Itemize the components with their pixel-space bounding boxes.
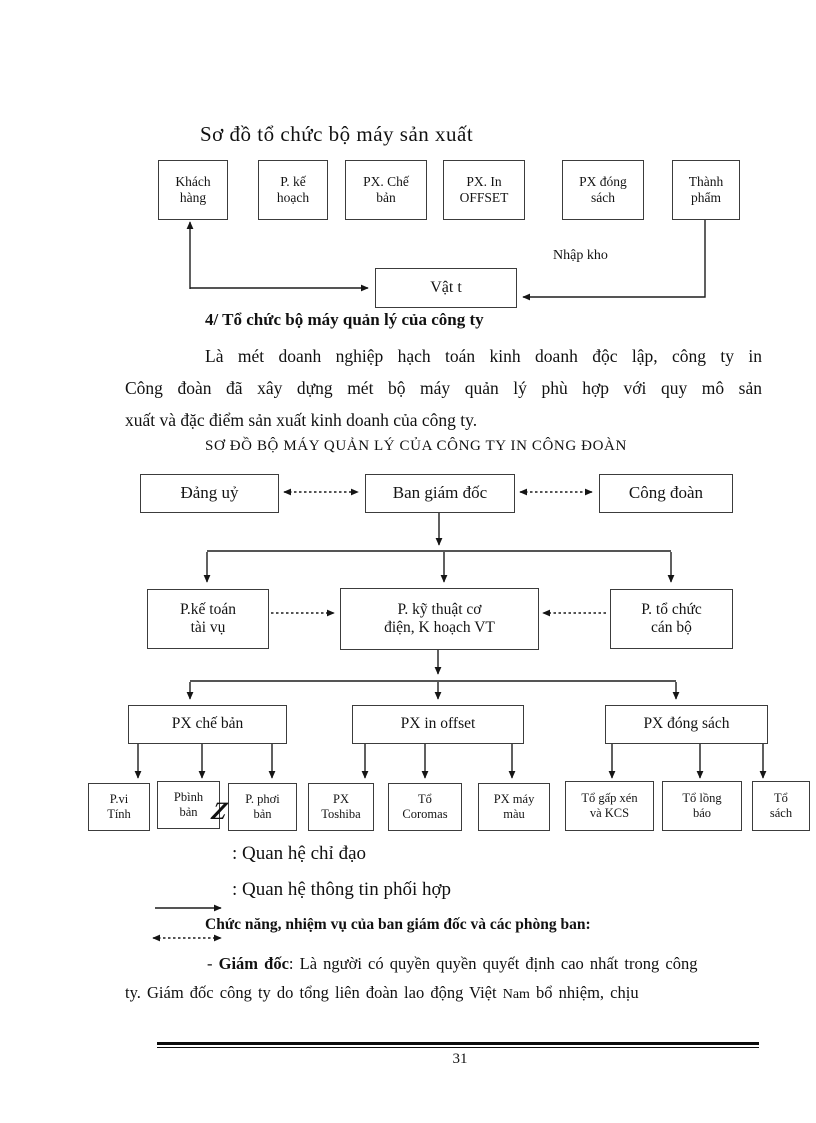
box-px-toshiba: PX Toshiba [308,783,374,831]
box-khach-hang: Khách hàng [158,160,228,220]
footer-rule [157,1042,759,1048]
box-px-che-ban: PX. Chế bản [345,160,427,220]
legend-solid-label: : Quan hệ chỉ đạo [232,843,367,864]
chart1-title: Sơ đồ tổ chức bộ máy sản xuất [200,122,474,146]
paragraph-line: Công đoàn đã xây dựng mét bộ máy quản lý… [125,378,762,398]
paragraph-line: xuất và đặc điểm sản xuất kinh doanh của… [125,410,478,430]
director-paragraph-line2: ty. Giám đốc công ty do tổng liên đoàn l… [125,978,762,1009]
box-px-dong-sach-2: PX đóng sách [605,705,768,744]
functions-heading: Chức năng, nhiệm vụ của ban giám đốc và … [205,916,591,933]
box-px-dong-sach: PX đóng sách [562,160,644,220]
box-px-che-ban-2: PX chế bản [128,705,287,744]
line2-pre-text: ty. Giám đốc công ty do tổng liên đoàn l… [125,983,503,1002]
box-to-sach: Tổ sách [752,781,810,831]
paragraph-line: Là mét doanh nghiệp hạch toán kinh doanh… [205,346,762,366]
box-p-ke-hoach: P. kế hoạch [258,160,328,220]
box-thanh-pham: Thành phẩm [672,160,740,220]
box-p-binh-ban: Pbình bản [157,781,220,829]
box-px-in-offset: PX. In OFFSET [443,160,525,220]
line2-post-text: bổ nhiệm, chịu [529,983,639,1002]
nam-text: Nam [502,987,530,1002]
page-number: 31 [452,1051,468,1067]
box-ban-giam-doc: Ban giám đốc [365,474,515,513]
box-p-ke-toan-tai-vu: P.kế toán tài vụ [147,589,269,649]
dash-text: - [207,954,219,973]
line1-rest-text: : Là người có quyền quyền quyết định cao… [288,954,698,973]
legend-dashed-label: : Quan hệ thông tin phối hợp [232,879,452,900]
director-paragraph-line1: - Giám đốc: Là người có quyền quyền quyế… [125,949,762,978]
box-to-long-bao: Tổ lồng báo [662,781,742,831]
box-to-coromas: Tổ Coromas [388,783,462,831]
box-p-vi-tinh: P.vi Tính [88,783,150,831]
box-px-in-offset-2: PX in offset [352,705,524,744]
box-to-gap-xen-kcs: Tổ gấp xén và KCS [565,781,654,831]
box-p-ky-thuat-co-dien: P. kỹ thuật cơ điện, K hoạch VT [340,588,539,650]
director-bold-text: Giám đốc [218,954,289,973]
section4-heading: 4/ Tổ chức bộ máy quản lý của công ty [205,310,484,329]
box-p-to-chuc-can-bo: P. tổ chức cán bộ [610,589,733,649]
nhap-kho-label: Nhập kho [553,248,608,263]
box-p-phoi-ban: P. phơi bản [228,783,297,831]
box-cong-doan: Công đoàn [599,474,733,513]
box-dang-uy: Đảng uỷ [140,474,279,513]
box-px-may-mau: PX máy màu [478,783,550,831]
chart2-title: SƠ ĐỒ BỘ MÁY QUẢN LÝ CỦA CÔNG TY IN CÔNG… [205,438,627,454]
box-vat-tu: Vật t [375,268,517,308]
